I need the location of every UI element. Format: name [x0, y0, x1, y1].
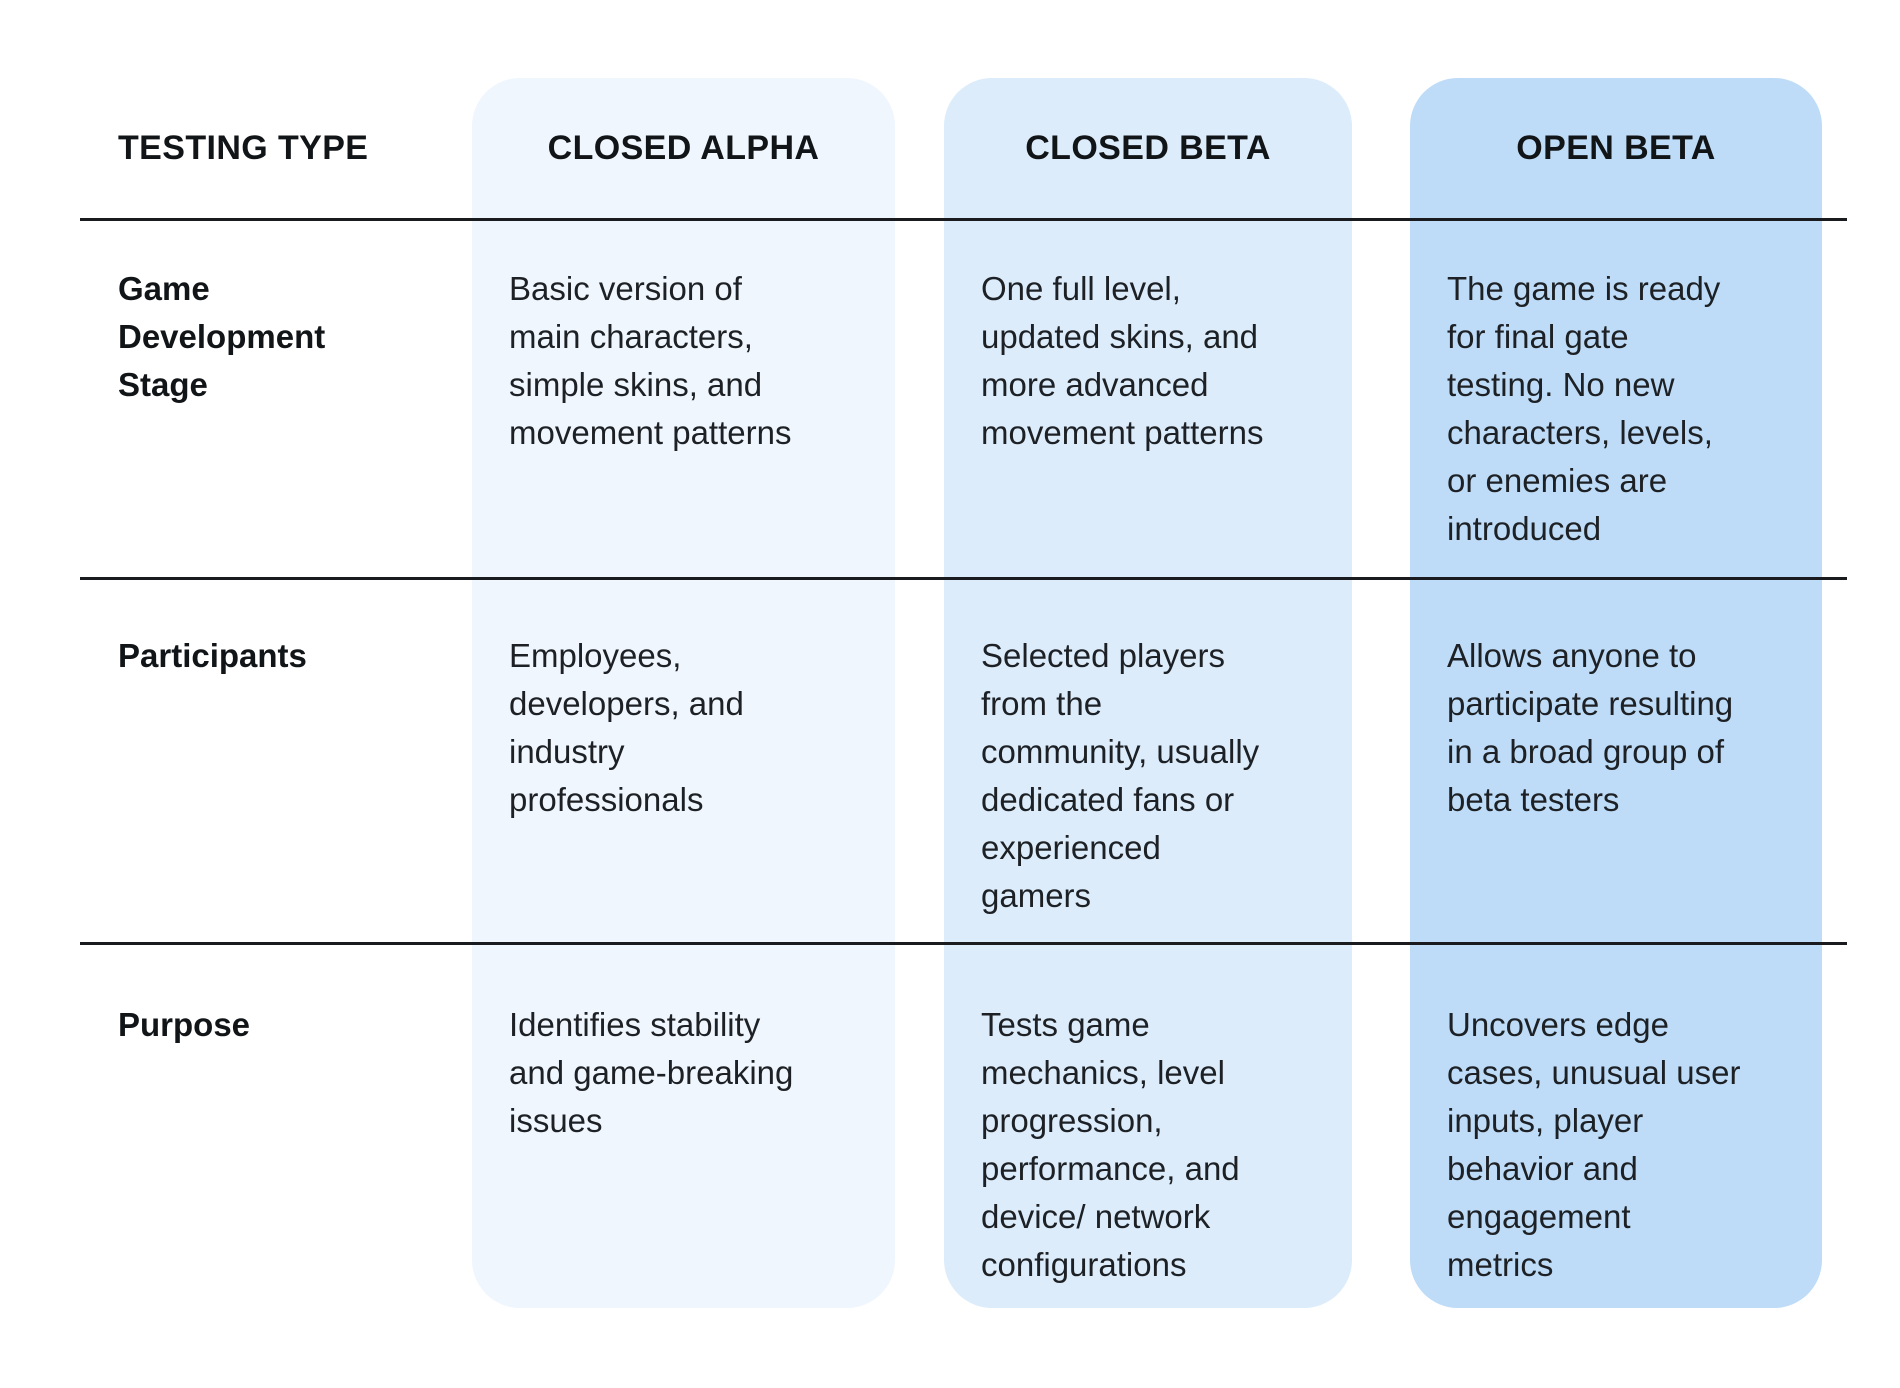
- cell-closed-beta-participants: Selected players from the community, usu…: [981, 637, 1260, 914]
- row-end-spacer: [1822, 580, 1847, 942]
- row-end-spacer: [1822, 221, 1847, 577]
- cell-open-beta-stage: The game is ready for final gate testing…: [1447, 270, 1721, 547]
- open-beta-header: OPEN BETA: [1516, 128, 1716, 167]
- cell-closed-alpha-purpose: Identifies stability and game-breaking i…: [509, 1006, 794, 1139]
- column-gap-spacer: [1352, 580, 1410, 942]
- cell-closed-alpha-stage: Basic version of main characters, simple…: [509, 270, 792, 451]
- row-label-participants: Participants: [118, 637, 307, 674]
- row-label-purpose: Purpose: [118, 1006, 251, 1043]
- open-beta-column-bg: [1410, 78, 1822, 1308]
- row-purpose: Purpose Identifies stability and game-br…: [80, 945, 1847, 1308]
- closed-alpha-column-bg: [472, 78, 895, 1308]
- closed-alpha-header: CLOSED ALPHA: [547, 128, 820, 167]
- cell-open-beta-purpose: Uncovers edge cases, unusual user inputs…: [1447, 1006, 1741, 1283]
- row-label-game-development-stage: Game Development Stage: [118, 270, 326, 403]
- column-gap-spacer: [895, 580, 944, 942]
- cell-open-beta-participants: Allows anyone to participate resulting i…: [1447, 637, 1734, 818]
- column-gap-spacer: [1352, 221, 1410, 577]
- header-row: TESTING TYPE CLOSED ALPHA CLOSED BETA OP…: [80, 78, 1847, 221]
- column-gap-spacer: [895, 221, 944, 577]
- row-participants: Participants Employees, developers, and …: [80, 580, 1847, 945]
- testing-type-header: TESTING TYPE: [118, 128, 369, 167]
- closed-beta-header: CLOSED BETA: [1025, 128, 1271, 167]
- row-game-development-stage: Game Development Stage Basic version of …: [80, 221, 1847, 580]
- closed-beta-column-bg: [944, 78, 1352, 1308]
- cell-closed-beta-purpose: Tests game mechanics, level progression,…: [981, 1006, 1240, 1283]
- comparison-table-grid: TESTING TYPE CLOSED ALPHA CLOSED BETA OP…: [80, 78, 1847, 1308]
- cell-closed-alpha-participants: Employees, developers, and industry prof…: [509, 637, 744, 818]
- column-gap-spacer: [1352, 945, 1410, 1308]
- row-end-spacer: [1822, 945, 1847, 1308]
- column-gap-spacer: [895, 945, 944, 1308]
- cell-closed-beta-stage: One full level, updated skins, and more …: [981, 270, 1264, 451]
